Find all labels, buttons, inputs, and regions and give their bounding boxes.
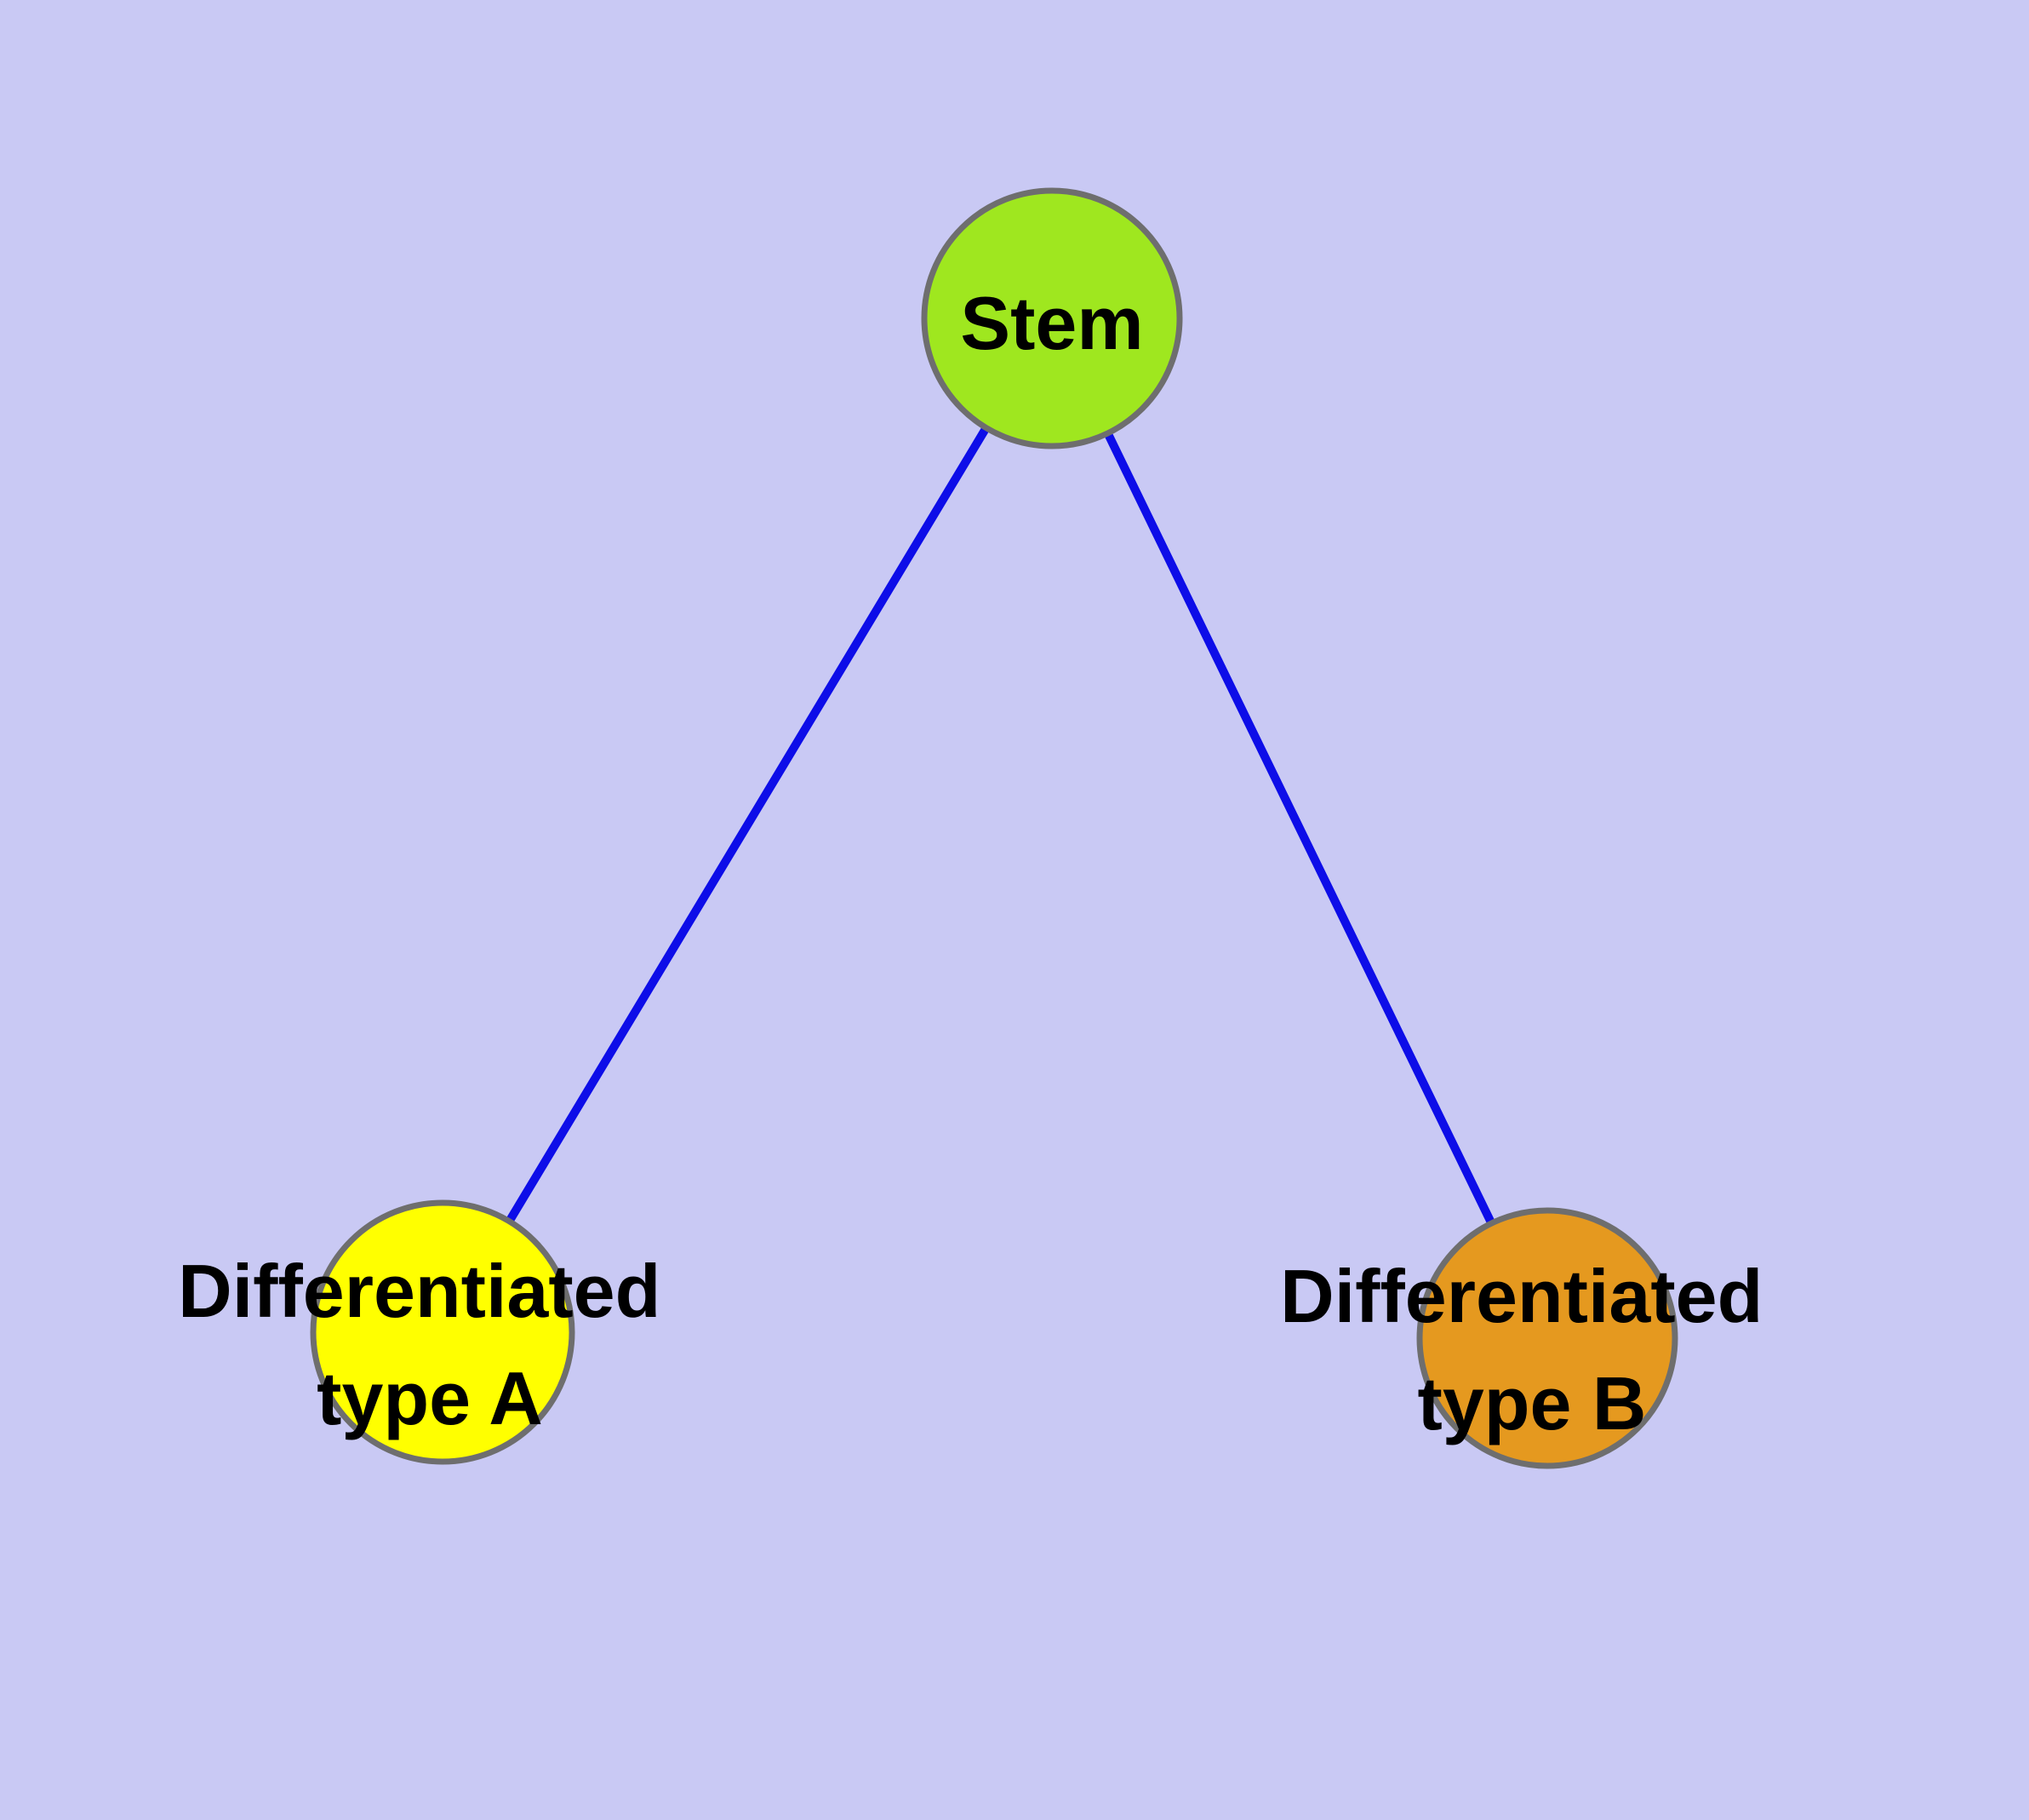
node-differentiated-type-b — [1416, 1207, 1678, 1469]
node-stem — [921, 187, 1183, 449]
node-differentiated-type-b-label-line1: Differentiated — [1280, 1254, 1763, 1338]
node-differentiated-type-a-label: Differentiated type A — [178, 1249, 682, 1440]
node-differentiated-type-a-label-line1: Differentiated — [178, 1249, 660, 1333]
edge-stem-to-type-a — [438, 314, 1056, 1336]
node-stem-label: Stem — [960, 281, 1143, 365]
node-differentiated-type-b-label: Differentiated type B — [1280, 1254, 1784, 1445]
node-differentiated-type-a — [310, 1199, 575, 1465]
edge-stem-to-type-b — [1048, 314, 1552, 1342]
node-differentiated-type-b-label-line2: type B — [1418, 1361, 1647, 1445]
node-differentiated-type-a-label-line2: type A — [317, 1356, 543, 1440]
